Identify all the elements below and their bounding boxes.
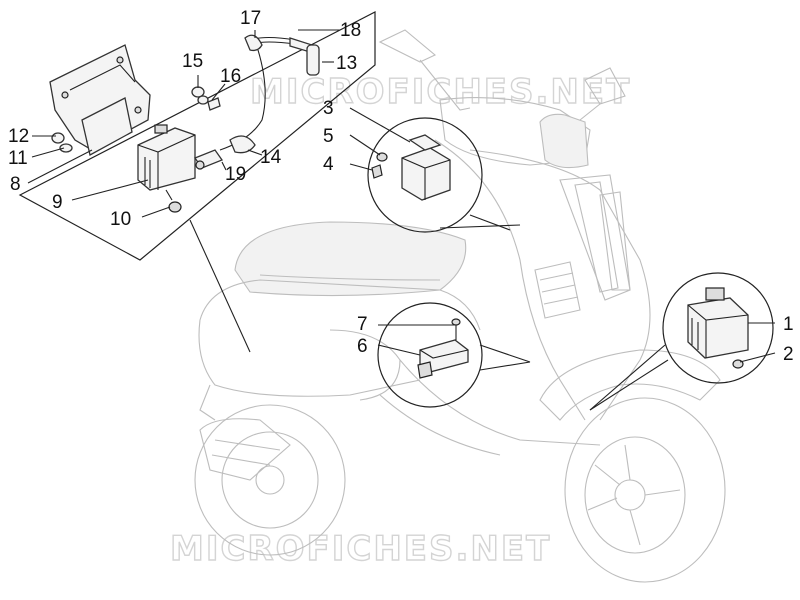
callout-4: 4 <box>323 154 334 175</box>
callout-15: 15 <box>182 51 203 72</box>
callout-13: 13 <box>336 53 357 74</box>
callout-16: 16 <box>220 66 241 87</box>
callout-labels: 1 2 3 4 5 6 7 8 9 10 11 12 13 14 15 16 1… <box>8 8 794 365</box>
bracket-plate <box>49 44 151 156</box>
callout-17: 17 <box>240 8 261 29</box>
watermark-top: MICROFICHES.NET <box>250 72 631 112</box>
callout-11: 11 <box>8 148 28 169</box>
sensor-harness <box>193 34 320 170</box>
box-bracket-group <box>18 11 376 353</box>
screw-10 <box>165 189 182 213</box>
callout-6: 6 <box>357 336 368 357</box>
callout-12: 12 <box>8 126 29 147</box>
callout-9: 9 <box>52 192 63 213</box>
inset-relay-group <box>367 117 521 233</box>
callout-10: 10 <box>110 209 131 230</box>
leader-lines <box>27 29 776 363</box>
scooter-outline <box>194 29 726 583</box>
nut-and-bolt <box>191 86 221 111</box>
callout-1: 1 <box>783 314 794 335</box>
nut-and-washer <box>51 132 73 153</box>
watermark-bottom: MICROFICHES.NET <box>170 529 551 569</box>
callout-7: 7 <box>357 314 368 335</box>
callout-2: 2 <box>783 344 794 365</box>
control-unit <box>137 124 196 191</box>
callout-14: 14 <box>260 147 282 168</box>
callout-5: 5 <box>323 126 334 147</box>
callout-8: 8 <box>10 174 21 195</box>
callout-3: 3 <box>323 98 334 119</box>
callout-18: 18 <box>340 20 361 41</box>
inset-regulator-group <box>589 272 774 411</box>
callout-19: 19 <box>225 164 246 185</box>
inset-sensor-group <box>377 302 531 408</box>
